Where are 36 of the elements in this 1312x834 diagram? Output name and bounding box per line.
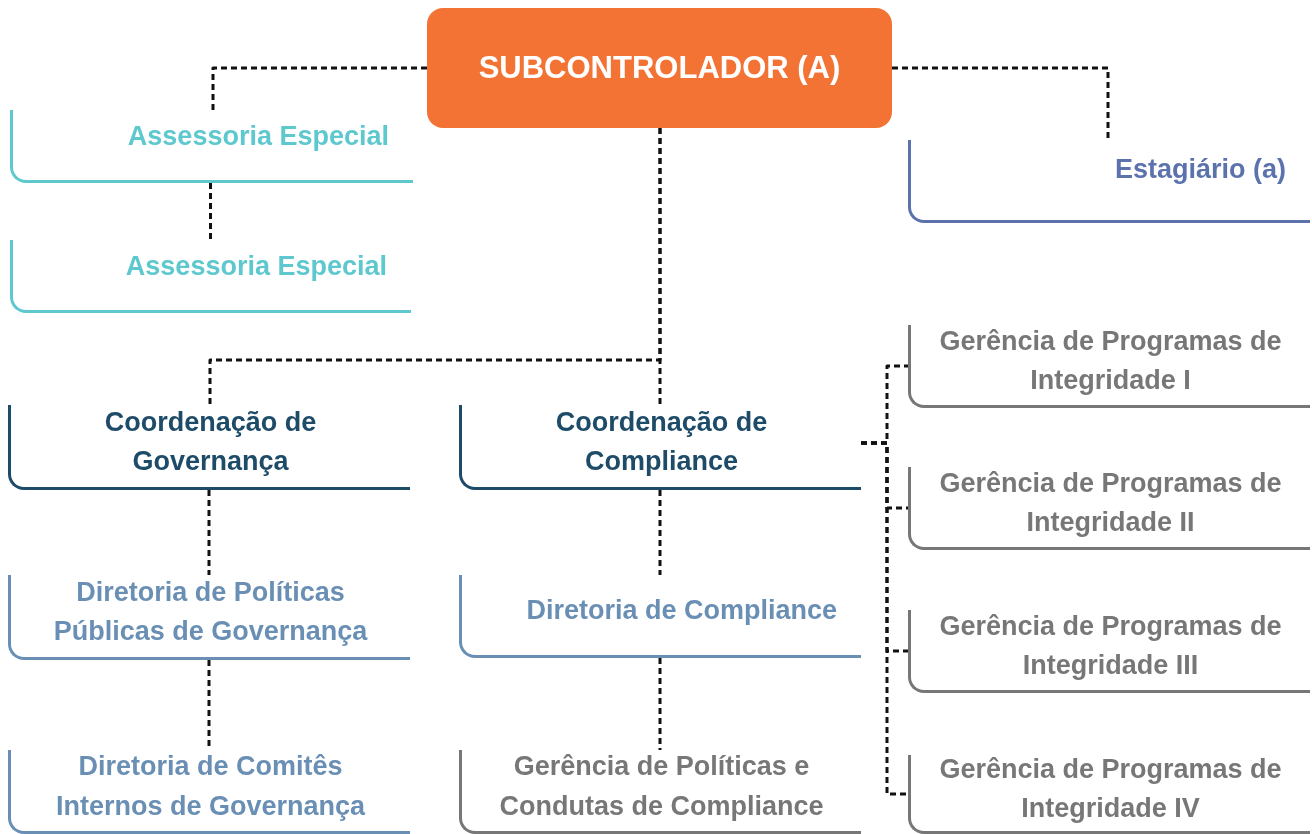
- org-unit-box: [8, 575, 410, 660]
- org-unit-box: [908, 755, 1310, 834]
- unit-name: Assessoria Especial: [127, 120, 389, 154]
- unit-name: Assessoria Especial: [125, 250, 387, 284]
- unit-name: Coordenação de Compliance: [554, 405, 769, 478]
- unit-name: Gerência de Programas de Integridade IV: [938, 752, 1283, 825]
- unit-name: Diretoria de Compliance: [526, 594, 837, 628]
- unit-name: SUBCONTROLADOR (A): [478, 48, 841, 87]
- org-unit-box: [8, 750, 410, 834]
- unit-name: Diretoria de Políticas Públicas de Governança: [52, 575, 369, 648]
- org-unit-box: [459, 750, 861, 834]
- org-unit-box: [908, 325, 1310, 408]
- title-box: [427, 8, 892, 128]
- org-unit-box: [8, 405, 410, 490]
- unit-name: Gerência de Programas de Integridade II: [938, 466, 1283, 539]
- unit-name: Gerência de Políticas e Condutas de Compliance: [498, 750, 825, 823]
- unit-name: Gerência de Programas de Integridade I: [938, 324, 1283, 397]
- dashed-connector: [211, 66, 427, 110]
- unit-name: Estagiário (a): [1114, 153, 1286, 187]
- org-unit-box: [908, 140, 1310, 223]
- org-unit-box: [908, 610, 1310, 693]
- org-unit-box: [459, 405, 861, 490]
- org-unit-box: [908, 467, 1310, 550]
- dashed-connector: [207, 490, 211, 575]
- unit-name: Diretoria de Comitês Internos de Governança: [54, 750, 367, 823]
- unit-name: Coordenação de Governança: [103, 405, 318, 478]
- org-unit-box: [10, 110, 413, 183]
- dashed-connector: [658, 490, 662, 575]
- org-unit-box: [459, 575, 861, 658]
- unit-name: Gerência de Programas de Integridade III: [938, 609, 1283, 682]
- dashed-connector: [658, 128, 662, 405]
- org-unit-box: [10, 240, 411, 313]
- dashed-connector: [658, 658, 662, 750]
- dashed-connector: [209, 183, 212, 240]
- dashed-connector: [861, 441, 908, 796]
- dashed-connector: [892, 66, 1110, 140]
